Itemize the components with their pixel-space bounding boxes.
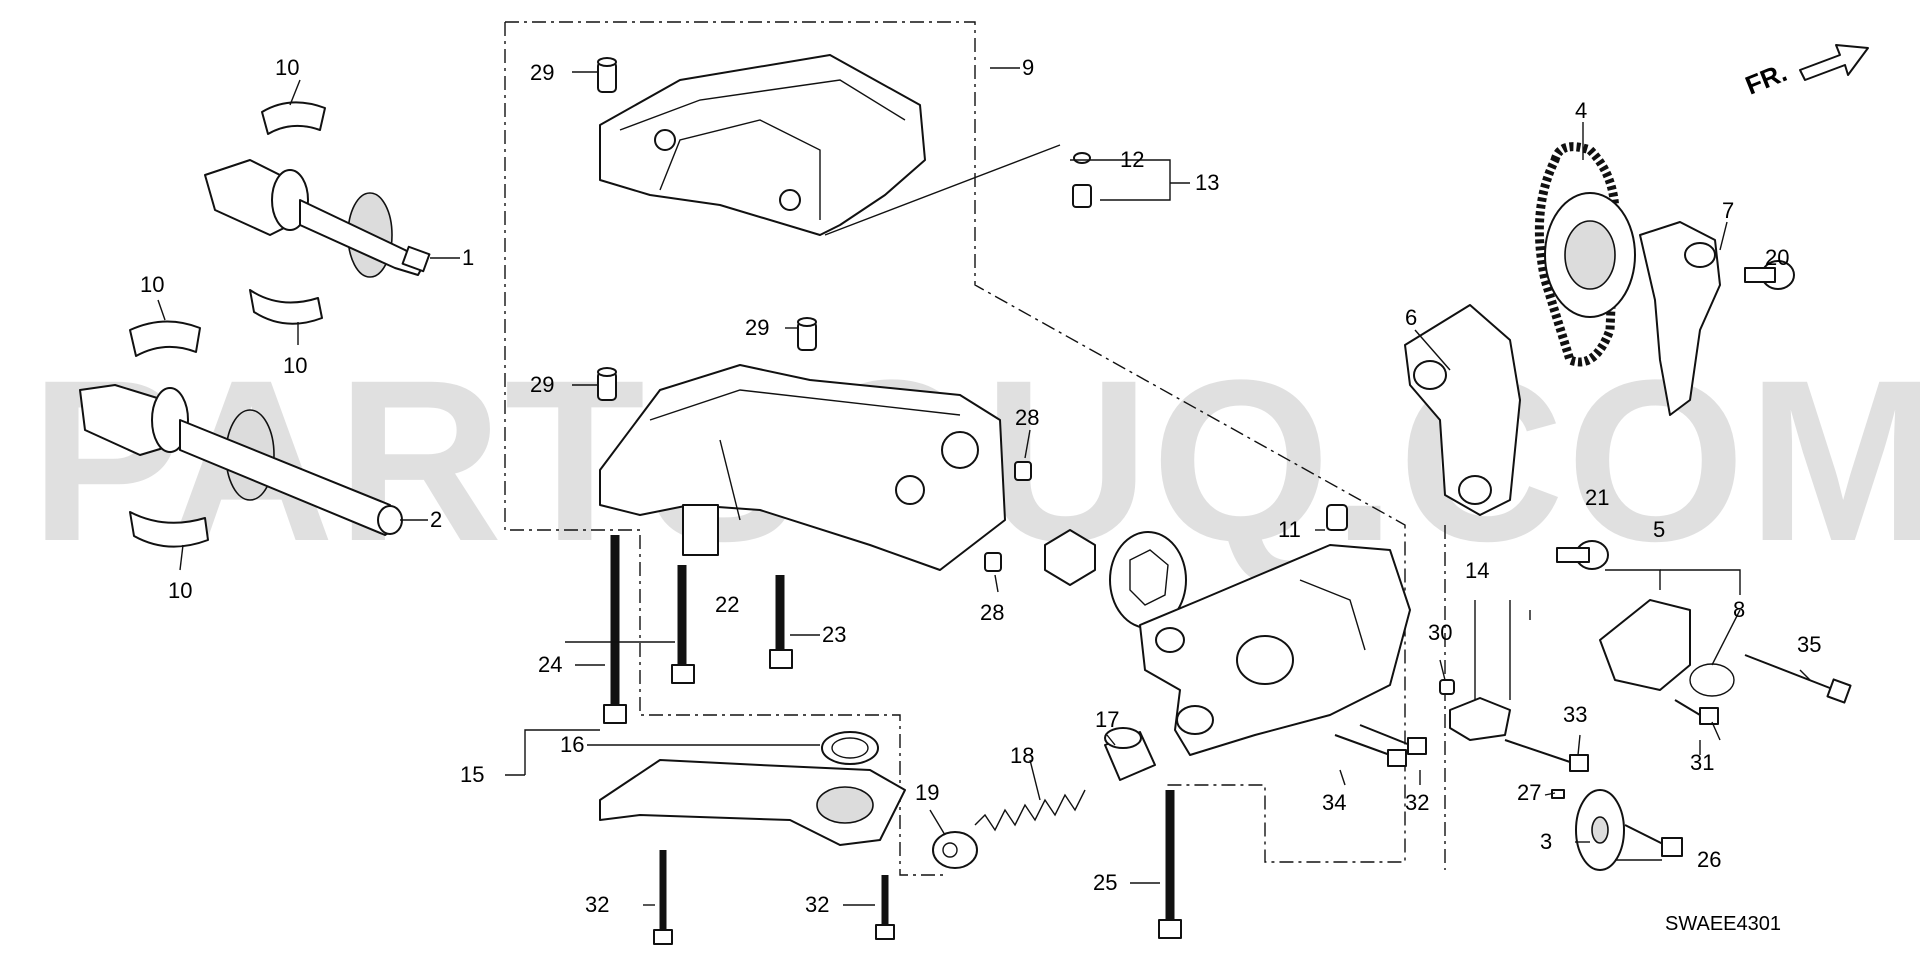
callout-28-lower: 28 — [980, 600, 1004, 625]
chain-tensioner-arm-6 — [1404, 304, 1521, 516]
o-ring-12 — [1073, 152, 1091, 164]
callout-26: 26 — [1697, 847, 1721, 872]
callout-labels: 1 2 3 4 5 6 7 8 9 10 10 10 10 11 12 13 1… — [140, 55, 1821, 917]
callout-32-pump: 32 — [1405, 790, 1429, 815]
bolt-31 — [1674, 699, 1719, 725]
bearing-shell-10-mid-right — [249, 289, 323, 325]
assembly-boundary-lines — [504, 21, 1446, 876]
callout-16: 16 — [560, 732, 584, 757]
bolt-25 — [1158, 790, 1182, 939]
dowel-pin-29-mid — [797, 317, 817, 351]
callout-7: 7 — [1722, 198, 1734, 223]
callout-4: 4 — [1575, 98, 1587, 123]
callout-2: 2 — [430, 507, 442, 532]
relief-spring-18 — [974, 789, 1086, 832]
diagram-code: SWAEE4301 — [1665, 913, 1781, 935]
bolt-34 — [1334, 734, 1407, 767]
callout-29-mid: 29 — [745, 315, 769, 340]
dowel-pin-28-upper — [1014, 461, 1032, 481]
inner-rotor — [1044, 529, 1096, 586]
callout-10-top: 10 — [275, 55, 299, 80]
bolt-21 — [1556, 540, 1609, 570]
callout-13: 13 — [1195, 170, 1219, 195]
balancer-housing-upper-9 — [599, 54, 926, 236]
callout-6: 6 — [1405, 305, 1417, 330]
bolt-22 — [671, 565, 695, 684]
callout-31: 31 — [1690, 750, 1714, 775]
bolt-20 — [1744, 260, 1795, 290]
dowel-pin-29-top — [597, 57, 617, 93]
callout-32-right: 32 — [805, 892, 829, 917]
dowel-pin-11 — [1326, 504, 1348, 531]
balancer-housing-lower — [599, 364, 1006, 571]
callout-10-mid-right: 10 — [283, 353, 307, 378]
callout-35: 35 — [1797, 632, 1821, 657]
callout-23: 23 — [822, 622, 846, 647]
bolt-32-pump — [1359, 724, 1427, 755]
callout-10-mid-left: 10 — [140, 272, 164, 297]
bearing-shell-10-mid-left — [129, 320, 201, 357]
crank-sprocket-3 — [1575, 789, 1625, 871]
oil-pump-chain-4 — [1534, 142, 1636, 367]
balancer-shaft-2 — [79, 384, 403, 536]
dowel-pin-29-left — [597, 367, 617, 401]
callout-12: 12 — [1120, 147, 1144, 172]
dowel-pin-28-lower — [984, 552, 1002, 572]
callout-17: 17 — [1095, 707, 1119, 732]
callout-19: 19 — [915, 780, 939, 805]
callout-24: 24 — [538, 652, 562, 677]
callout-9: 9 — [1022, 55, 1034, 80]
callout-3: 3 — [1540, 829, 1552, 854]
callout-15: 15 — [460, 762, 484, 787]
bearing-shell-10-top — [261, 101, 326, 135]
callout-18: 18 — [1010, 743, 1034, 768]
oil-pump-body — [1139, 544, 1411, 756]
callout-11: 11 — [1278, 517, 1301, 542]
front-arrow-icon — [1799, 44, 1869, 81]
callout-21: 21 — [1585, 485, 1609, 510]
bolt-32-left — [653, 850, 673, 945]
chain-tensioner-5 — [1599, 599, 1691, 691]
callout-34: 34 — [1322, 790, 1346, 815]
callout-1: 1 — [462, 245, 474, 270]
front-indicator-label: FR. — [1741, 57, 1791, 101]
relief-valve-14 — [1449, 697, 1511, 741]
pin-30 — [1439, 679, 1455, 695]
callout-25: 25 — [1093, 870, 1117, 895]
bolt-26 — [1624, 824, 1683, 857]
leader-lines — [157, 67, 1811, 906]
bolt-33 — [1504, 739, 1589, 772]
balancer-shaft-1 — [204, 159, 431, 278]
front-indicator: FR. — [1741, 44, 1869, 101]
spring-clip-8 — [1689, 663, 1735, 697]
chain-guide-7 — [1639, 221, 1721, 416]
callout-32-left: 32 — [585, 892, 609, 917]
key-27 — [1551, 789, 1565, 799]
callout-30: 30 — [1428, 620, 1452, 645]
callout-5: 5 — [1653, 517, 1665, 542]
relief-valve-17 — [1104, 727, 1156, 781]
callout-29-top: 29 — [530, 60, 554, 85]
sealing-bolt-19 — [932, 831, 978, 869]
oil-pump-cover-15 — [599, 759, 906, 846]
bolt-32-right — [875, 875, 895, 940]
callout-20: 20 — [1765, 245, 1789, 270]
bolt-35 — [1744, 654, 1852, 704]
callout-10-bottom: 10 — [168, 578, 192, 603]
plug-13 — [1072, 184, 1092, 208]
callout-33: 33 — [1563, 702, 1587, 727]
bearing-shell-10-bottom — [129, 511, 209, 548]
callout-28-upper: 28 — [1015, 405, 1039, 430]
bolt-23 — [769, 575, 793, 669]
callout-14: 14 — [1465, 558, 1489, 583]
callout-22: 22 — [715, 592, 739, 617]
callout-27: 27 — [1517, 780, 1541, 805]
oil-seal-16 — [821, 731, 879, 765]
callout-29-left: 29 — [530, 372, 554, 397]
bolt-24 — [603, 535, 627, 724]
callout-8: 8 — [1733, 597, 1745, 622]
